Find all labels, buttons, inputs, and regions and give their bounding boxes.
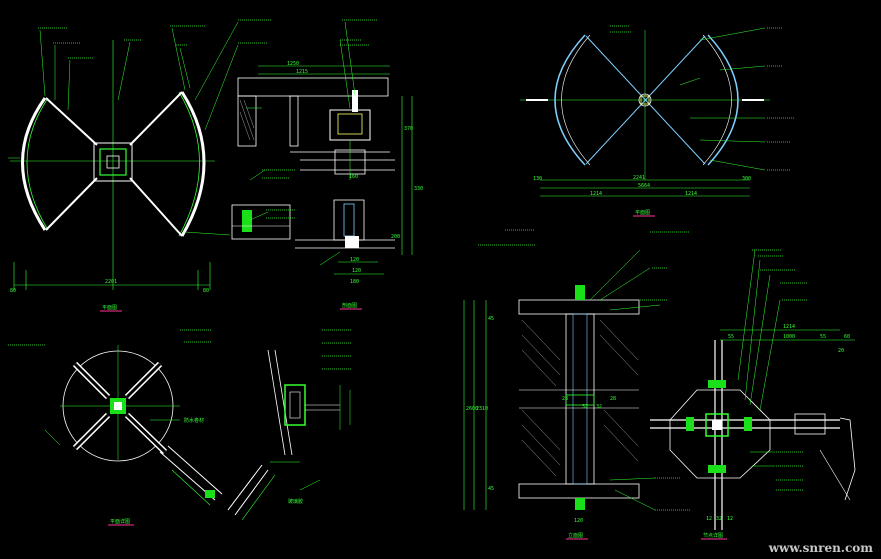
profile-detail-view: 玻璃胶 [267,329,352,505]
profile-label-sealant: 玻璃胶 [288,498,303,505]
plan-view-top-right: 2241 5664 1214 1214 130 300 平面图 [520,25,794,217]
node-caption: 节点详图 [703,532,723,539]
plan-caption: 平面图 [102,305,117,311]
node-dim-bottom-b: 32 [716,516,722,522]
section-dim-bottom-a: 160 [349,174,358,180]
hub-caption: 平面详图 [110,518,130,525]
watermark: www.snren.com [768,541,873,555]
section-dim-bottom-d: 180 [350,279,359,285]
node-dim-bottom-a: 12 [706,516,712,522]
plan-r-dim-c: 1214 [590,191,602,197]
plan-r-dim-e: 130 [533,176,542,182]
elev-dim-left-c: 45 [488,316,494,322]
section-dim-bottom-c: 120 [352,268,361,274]
plan-view-top-left: 2201 80 80 平面图 [8,19,272,312]
plan-side-dim-left: 80 [10,288,16,294]
section-dim-top-b: 1215 [296,69,308,75]
section-dim-bottom-b: 120 [350,257,359,263]
plan-r-dim-d: 1214 [685,191,697,197]
plan-r-dim-b: 5664 [638,183,650,189]
section-dim-right-b: 330 [414,186,423,192]
elev-dim-in-a: 28 [562,396,568,402]
node-dim-b: 55 [728,334,734,340]
elev-dim-bottom: 120 [574,518,583,524]
node-dim-e: 20 [838,348,844,354]
plan-r-dim-a: 2241 [633,175,645,181]
node-dim-f: 60 [844,334,850,340]
node-dim-d: 55 [820,334,826,340]
elev-dim-in-b: 32 [582,404,588,410]
section-dim-right-a: 370 [404,126,413,132]
node-dim-bottom-c: 12 [727,516,733,522]
node-detail-view: 1214 55 1000 55 20 60 12 32 12 节点详图 [650,249,856,540]
plan-overall-dim: 2201 [105,279,117,285]
hub-label-waterproof: 防水卷材 [184,417,204,424]
elev-caption: 立面图 [568,532,583,539]
hub-detail-view: 防水卷材 平面详图 [8,329,276,526]
elev-dim-in-d: 28 [610,396,616,402]
node-dim-c: 1000 [783,334,795,340]
elev-dim-left-b: 2310 [476,406,488,412]
plan-r-dim-f: 300 [742,176,751,182]
elev-dim-in-c: 32 [596,404,602,410]
plan-side-dim-right: 80 [203,288,209,294]
elevation-view: 2600 2310 45 45 28 32 32 28 120 立面图 [463,229,690,540]
plan-r-caption: 平面图 [635,210,650,216]
elev-dim-left-a: 2600 [466,406,478,412]
section-caption: 剖面图 [342,302,357,309]
section-dim-top-a: 1250 [287,61,299,67]
node-dim-a: 1214 [783,324,795,330]
section-dim-side: 200 [391,234,400,240]
elev-dim-left-d: 45 [488,486,494,492]
section-detail-view: 1250 1215 370 330 160 120 120 180 200 [231,19,423,310]
